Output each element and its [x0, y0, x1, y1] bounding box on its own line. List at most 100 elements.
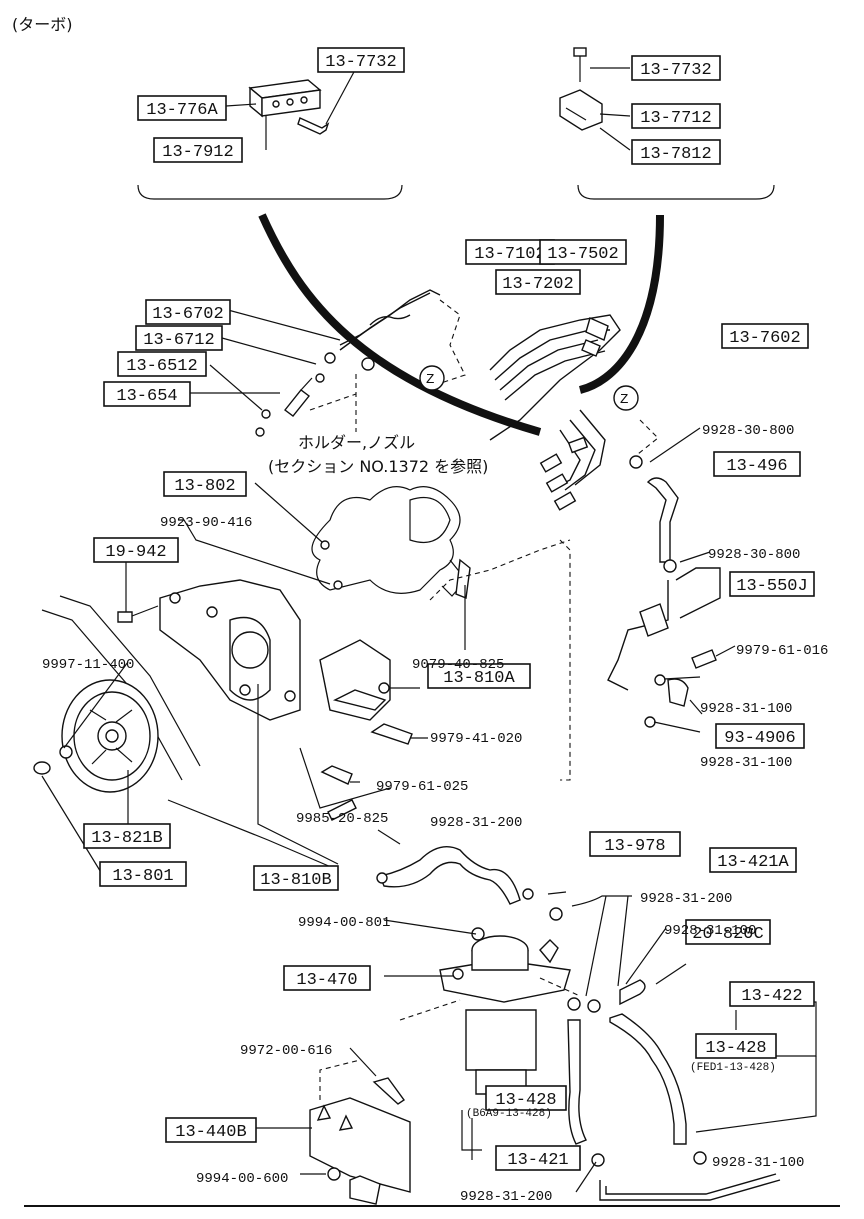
part-box-frame [539, 239, 627, 265]
part-box-30: 13-440B [165, 1117, 257, 1143]
part-number-label: 9994-00-600 [196, 1171, 288, 1187]
part-box-0: 13-7732 [317, 47, 405, 73]
part-box-19: 93-4906 [715, 723, 805, 749]
inset-right [559, 47, 775, 200]
part-box-frame [165, 1117, 257, 1143]
part-number: 13-7912 [162, 143, 233, 162]
part-number: 13-821B [91, 829, 162, 848]
part-box-frame [485, 1085, 567, 1111]
sub-code-label: (B6A9-13-428) [466, 1108, 552, 1120]
part-box-10: 13-6702 [145, 299, 231, 325]
part-box-frame [709, 847, 797, 873]
timing-housing-drawing [41, 579, 301, 781]
part-number: 13-978 [604, 837, 665, 856]
part-number-labels: 9928-30-8009923-90-4169928-30-8009979-61… [42, 423, 828, 1205]
part-number-label: 9997-11-400 [42, 657, 134, 673]
part-number: 13-7712 [640, 109, 711, 128]
part-box-5: 13-7812 [631, 139, 721, 165]
part-number: 13-7502 [547, 245, 618, 264]
part-box-18: 13-810A [427, 663, 531, 689]
part-box-frame [631, 139, 721, 165]
part-number-label: 9928-31-200 [640, 891, 732, 907]
part-box-24: 13-421A [709, 847, 797, 873]
part-number: 13-7602 [729, 329, 800, 348]
part-box-29: 13-428 [485, 1085, 567, 1111]
part-number: 13-7102 [474, 245, 545, 264]
part-number-label: 9928-31-100 [700, 701, 792, 717]
sub-code-label: (FED1-13-428) [690, 1062, 776, 1074]
injection-pipes [339, 289, 659, 511]
arc-left [258, 213, 542, 436]
part-box-frame [695, 1033, 777, 1059]
part-box-frame [93, 537, 179, 563]
part-number: 93-4906 [724, 729, 795, 748]
part-box-frame [729, 571, 815, 597]
part-number-label: 9928-31-100 [700, 755, 792, 771]
part-box-frame [83, 823, 171, 849]
part-number-label: 9079-40-825 [412, 657, 504, 673]
part-number-label: 9979-61-025 [376, 779, 468, 795]
part-number: 13-422 [741, 987, 802, 1006]
part-number-label: 9928-31-100 [664, 923, 756, 939]
part-number-label: 9928-31-100 [712, 1155, 804, 1171]
part-box-14: 13-496 [713, 451, 801, 477]
part-number: 13-6702 [152, 305, 223, 324]
part-box-7: 13-7502 [539, 239, 627, 265]
part-number: 13-7202 [502, 275, 573, 294]
part-box-8: 13-7202 [495, 269, 581, 295]
part-box-frame [715, 723, 805, 749]
part-box-frame [145, 299, 231, 325]
part-box-frame [631, 55, 721, 81]
inset-left [137, 69, 403, 200]
fuel-return-line-drawing [429, 455, 721, 781]
part-box-frame [137, 95, 227, 121]
part-box-frame [135, 325, 223, 351]
part-number: 13-7812 [640, 145, 711, 164]
part-number-label: 9979-41-020 [430, 731, 522, 747]
part-number-label: 9972-00-616 [240, 1043, 332, 1059]
part-box-31: 13-421 [495, 1145, 581, 1171]
part-box-23: 13-978 [589, 831, 681, 857]
header-title: (ターボ) [12, 15, 73, 34]
part-box-16: 19-942 [93, 537, 179, 563]
part-box-frame [631, 103, 721, 129]
part-number-boxes: 13-7732 13-776A 13-7912 13-7732 13-7712 13-78… [83, 47, 815, 1171]
part-box-25: 20-820C [685, 919, 771, 945]
arc-right [578, 214, 664, 394]
bracket-810a-drawing [319, 639, 391, 721]
bolt-clamp-drawing [559, 47, 603, 131]
part-box-9: 13-7602 [721, 323, 809, 349]
part-box-15: 13-802 [163, 471, 247, 497]
part-box-frame [163, 471, 247, 497]
z-callout-left: Z [419, 365, 445, 391]
bracket-440b-drawing [309, 1059, 411, 1205]
part-number: 13-801 [112, 867, 173, 886]
timing-pulley-drawing [33, 679, 159, 793]
part-box-frame [589, 831, 681, 857]
nozzle-parts [255, 352, 375, 437]
part-box-frame [99, 861, 187, 887]
part-box-frame [103, 381, 191, 407]
part-number: 13-470 [296, 971, 357, 990]
part-box-1: 13-776A [137, 95, 227, 121]
holder-note-line2: (セクション NO.1372 を参照) [268, 457, 488, 476]
part-box-27: 13-422 [729, 981, 815, 1007]
part-number: 13-7732 [640, 61, 711, 80]
part-box-21: 13-801 [99, 861, 187, 887]
svg-text:Z: Z [426, 372, 434, 388]
part-number: 13-776A [146, 101, 218, 120]
part-number: 13-6712 [143, 331, 214, 350]
part-number: 13-810A [443, 669, 515, 688]
part-box-28: 13-428 [695, 1033, 777, 1059]
part-box-17: 13-550J [729, 571, 815, 597]
part-box-3: 13-7732 [631, 55, 721, 81]
part-number: 13-496 [726, 457, 787, 476]
part-number: 13-810B [260, 871, 331, 890]
svg-text:Z: Z [620, 392, 628, 408]
part-box-frame [117, 351, 207, 377]
engine-block-drawing [311, 486, 471, 599]
holder-note-line1: ホルダー,ノズル [298, 433, 415, 452]
part-number-label: 9985-20-825 [296, 811, 388, 827]
part-number-label: 9928-31-200 [460, 1189, 552, 1205]
